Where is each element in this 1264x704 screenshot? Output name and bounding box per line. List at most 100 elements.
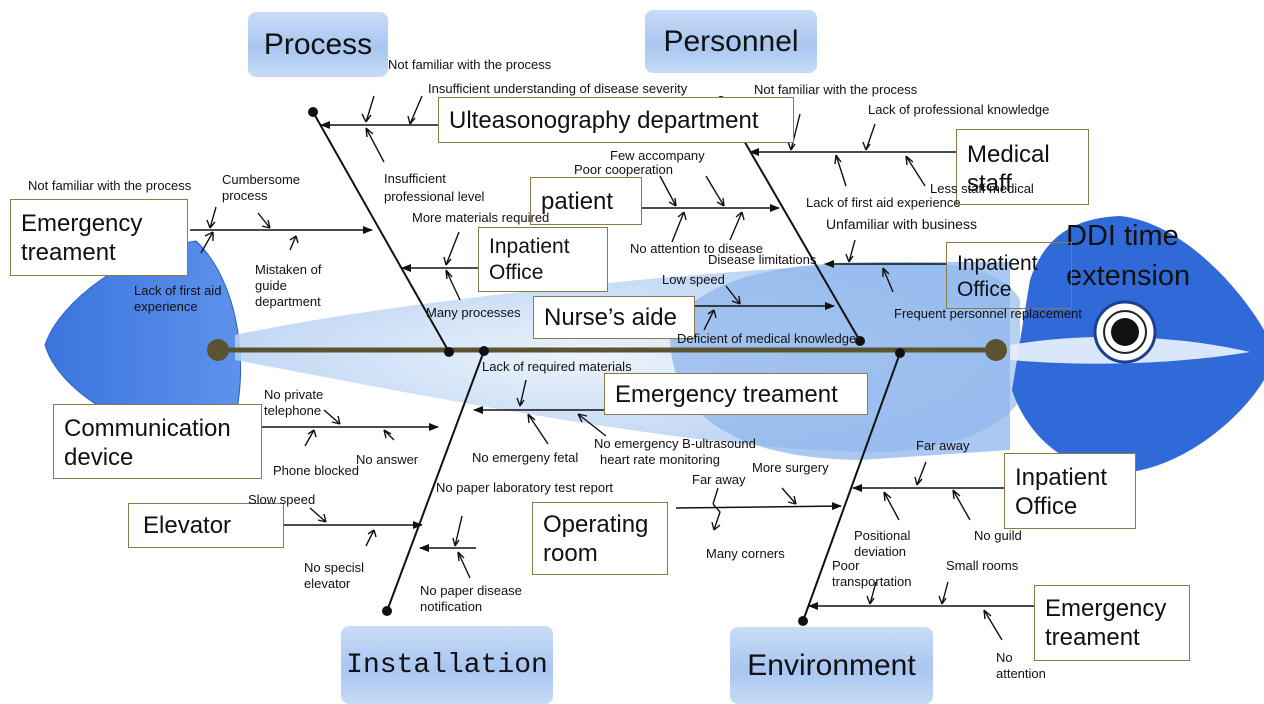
effect-title: DDI time extension xyxy=(1066,216,1190,296)
box-line: Inpatient xyxy=(489,235,570,258)
cause-line: heart rate monitoring xyxy=(600,452,720,467)
cause-line: notification xyxy=(420,599,483,614)
cause-line: No xyxy=(996,650,1013,665)
cause-label: More materials required xyxy=(412,210,550,225)
cause-line: Cumbersome xyxy=(222,172,301,187)
cause-label: Far away xyxy=(916,438,970,453)
cause-label: Lack of first aid experience xyxy=(806,195,961,210)
cause-line: deviation xyxy=(854,544,907,559)
box-line: treament xyxy=(1045,624,1140,651)
cause-label: Slow speed xyxy=(248,492,316,507)
cause-line: Mistaken of xyxy=(255,262,322,277)
cause-line: Lack of first aid xyxy=(134,283,222,298)
box-line: Inpatient xyxy=(1015,464,1108,491)
cause-label: No attention xyxy=(996,650,1046,682)
cause-label: No specisl elevator xyxy=(304,560,364,592)
cause-line: Poor xyxy=(832,558,860,573)
cause-line: No private xyxy=(264,387,324,402)
box-line: Communication xyxy=(64,415,231,442)
box-inpatient-office-process: Inpatient Office xyxy=(478,227,608,292)
cause-line: telephone xyxy=(264,403,322,418)
cause-line: experience xyxy=(134,299,198,314)
cause-label: Phone blocked xyxy=(273,463,360,478)
box-elevator: Elevator xyxy=(128,503,284,548)
cause-label: Few accompany xyxy=(610,148,705,163)
cause-label: No emergency B-ultrasound heart rate mon… xyxy=(594,436,756,468)
cause-label: Far away xyxy=(692,472,746,487)
cause-label: Not familiar with the process xyxy=(754,82,918,97)
category-installation: Installation xyxy=(341,626,553,704)
cause-label: No guild xyxy=(974,528,1022,543)
cause-label: No paper disease notification xyxy=(420,583,522,615)
box-emergency-treament-installation: Emergency treament xyxy=(604,373,868,415)
cause-line: department xyxy=(255,294,321,309)
cause-label: More surgery xyxy=(752,460,829,475)
box-emergency-treament-environment: Emergency treament xyxy=(1034,585,1190,661)
cause-label: Insufficient professional level xyxy=(384,171,484,205)
box-inpatient-office-personnel: Inpatient Office xyxy=(946,242,1072,309)
box-line: room xyxy=(543,540,598,567)
cause-label: Lack of first aid experience xyxy=(134,283,221,315)
box-line: Inpatient xyxy=(957,252,1038,275)
box-operating-room: Operating room xyxy=(532,502,668,575)
cause-line: transportation xyxy=(832,574,912,589)
cause-label: No answer xyxy=(356,452,419,467)
box-line: treament xyxy=(21,239,116,266)
cause-label: Deficient of medical knowledge xyxy=(677,331,857,346)
cause-label: Frequent personnel replacement xyxy=(894,306,1082,321)
effect-line-2: extension xyxy=(1066,260,1191,292)
box-ulteasonography-department: Ulteasonography department xyxy=(438,97,794,143)
cause-line: No paper disease xyxy=(420,583,522,598)
cause-label: Not familiar with the process xyxy=(388,57,552,72)
box-line: Office xyxy=(489,261,544,284)
category-personnel: Personnel xyxy=(645,10,817,73)
cause-line: Insufficient xyxy=(384,171,446,186)
cause-line: process xyxy=(222,188,268,203)
box-inpatient-office-environment: Inpatient Office xyxy=(1004,453,1136,529)
box-nurses-aide: Nurse’s aide xyxy=(533,296,695,339)
box-line: Office xyxy=(957,278,1012,301)
cause-line: guide xyxy=(255,278,287,293)
box-medical-staff: Medical staff xyxy=(956,129,1089,205)
cause-line: elevator xyxy=(304,576,351,591)
cause-label: Poor transportation xyxy=(832,558,912,590)
cause-label: No emergeny fetal xyxy=(472,450,579,465)
box-line: device xyxy=(64,444,134,471)
box-line: Emergency xyxy=(21,210,143,237)
cause-label: Disease limitations xyxy=(708,252,817,267)
category-environment: Environment xyxy=(730,627,933,704)
box-line: Office xyxy=(1015,493,1078,520)
cause-label: Cumbersome process xyxy=(222,172,300,204)
box-emergency-treament-process: Emergency treament xyxy=(10,199,188,276)
effect-line-1: DDI time xyxy=(1066,220,1179,252)
cause-label: Positional deviation xyxy=(854,528,910,560)
cause-ticks xyxy=(200,95,1003,641)
box-communication-device: Communication device xyxy=(53,404,262,479)
cause-label: Small rooms xyxy=(946,558,1019,573)
cause-line: Positional xyxy=(854,528,911,543)
box-line: Operating xyxy=(543,511,649,538)
cause-label: Mistaken of guide department xyxy=(255,262,321,310)
cause-line: No specisl xyxy=(304,560,364,575)
cause-label: Insufficient understanding of disease se… xyxy=(428,81,688,96)
cause-line: No emergency B-ultrasound xyxy=(594,436,756,451)
category-process: Process xyxy=(248,12,388,77)
cause-label: Less staff medical xyxy=(930,181,1034,196)
cause-label: No paper laboratory test report xyxy=(436,480,614,495)
cause-label: Low speed xyxy=(662,272,725,287)
cause-label: Not familiar with the process xyxy=(28,178,192,193)
cause-label: No attention to disease xyxy=(630,241,763,256)
cause-label: Many corners xyxy=(706,546,785,561)
cause-line: attention xyxy=(996,666,1046,681)
box-line: staff xyxy=(967,170,1012,197)
cause-line: professional level xyxy=(384,189,485,204)
cause-label: No private telephone xyxy=(264,387,323,419)
cause-label: Poor cooperation xyxy=(574,162,674,177)
cause-label: Many processes xyxy=(426,305,521,320)
box-line: Emergency xyxy=(1045,595,1167,622)
box-line: Medical xyxy=(967,141,1050,168)
cause-label: Unfamiliar with business xyxy=(826,216,977,232)
cause-label: Lack of required materials xyxy=(482,359,632,374)
box-patient: patient xyxy=(530,177,642,225)
